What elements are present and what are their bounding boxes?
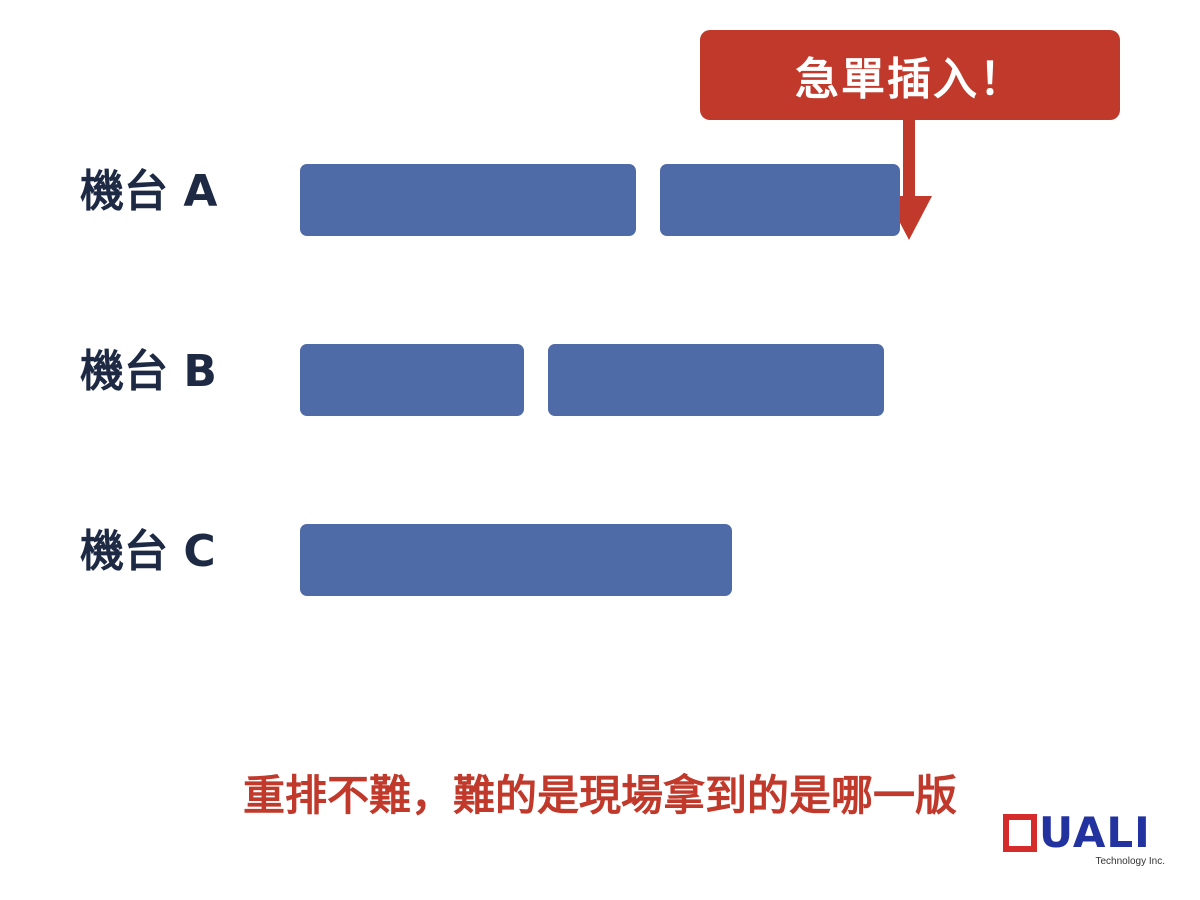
logo-mark-text: UALI (1039, 808, 1151, 857)
machine-a-label: 機台 A (80, 166, 218, 217)
caption: 重排不難，難的是現場拿到的是哪一版 (242, 771, 957, 820)
logo-q-mark (1003, 814, 1037, 852)
logo-wordmark: UALI (1003, 812, 1165, 854)
machine-c-label: 機台 C (80, 526, 216, 577)
quali-logo: UALI Technology Inc. (1003, 812, 1165, 872)
machine-b-job-1 (300, 344, 524, 416)
rush-order-callout: 急單插入！ (700, 30, 1120, 120)
rush-order-callout-text: 急單插入！ (795, 54, 1025, 105)
machine-b-label: 機台 B (80, 346, 217, 397)
machine-b-job-2 (548, 344, 884, 416)
machine-a-job-2 (660, 164, 900, 236)
machine-c-job-1 (300, 524, 732, 596)
logo-tagline: Technology Inc. (1095, 856, 1166, 867)
insert-arrow-shaft (903, 118, 915, 200)
machine-a-job-1 (300, 164, 636, 236)
